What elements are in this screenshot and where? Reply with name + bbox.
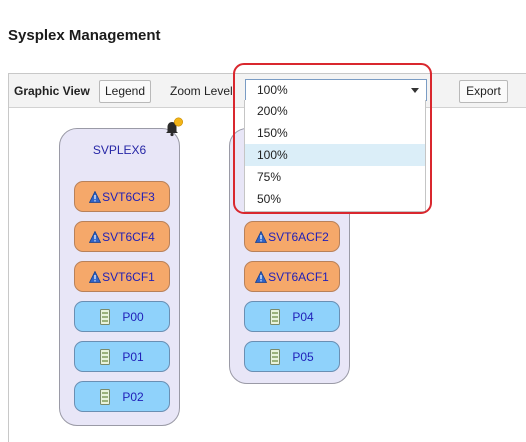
warning-triangle-icon: [89, 230, 102, 243]
zoom-option-150[interactable]: 150%: [257, 126, 288, 140]
sysplex-name: SVPLEX6: [92, 143, 147, 157]
page-title: Sysplex Management: [8, 27, 161, 44]
cf-node-label: SVT6ACF2: [268, 229, 329, 244]
cf-node-label: SVT6ACF1: [268, 269, 329, 284]
zoom-level-dropdown: 200% 150% 100% 75% 50%: [244, 100, 426, 212]
lpar-node-label: P01: [122, 349, 144, 364]
zoom-option-75[interactable]: 75%: [257, 170, 282, 184]
cf-node-label: SVT6CF4: [102, 229, 155, 244]
sysplex-container[interactable]: SVPLEX6 SVT6CF3 SVT6CF4 SVT6CF1 P00 P01: [59, 128, 180, 426]
zoom-option-50[interactable]: 50%: [257, 192, 282, 206]
warning-triangle-icon: [89, 190, 102, 203]
server-icon: [270, 308, 281, 325]
zoom-option-100[interactable]: 100%: [245, 144, 425, 166]
zoom-option-200[interactable]: 200%: [257, 104, 288, 118]
cf-node[interactable]: SVT6CF4: [74, 221, 170, 252]
lpar-node[interactable]: P04: [244, 301, 340, 332]
cf-node[interactable]: SVT6CF1: [74, 261, 170, 292]
server-icon: [100, 388, 111, 405]
warning-triangle-icon: [255, 230, 268, 243]
lpar-node[interactable]: P02: [74, 381, 170, 412]
lpar-node-label: P02: [122, 389, 144, 404]
zoom-level-value: 100%: [257, 83, 288, 97]
lpar-node[interactable]: P01: [74, 341, 170, 372]
lpar-node[interactable]: P05: [244, 341, 340, 372]
chevron-down-icon: [411, 88, 419, 93]
legend-button[interactable]: Legend: [99, 80, 151, 103]
lpar-node[interactable]: P00: [74, 301, 170, 332]
cf-node-label: SVT6CF3: [102, 189, 155, 204]
cf-node[interactable]: SVT6CF3: [74, 181, 170, 212]
cf-node[interactable]: SVT6ACF1: [244, 261, 340, 292]
warning-triangle-icon: [255, 270, 268, 283]
lpar-node-label: P00: [122, 309, 144, 324]
zoom-level-label: Zoom Level: [170, 84, 233, 98]
bell-alert-icon[interactable]: [162, 117, 184, 139]
graphic-view-label: Graphic View: [14, 84, 90, 98]
server-icon: [270, 348, 281, 365]
zoom-level-select[interactable]: 100%: [245, 79, 427, 101]
lpar-node-label: P04: [292, 309, 314, 324]
export-button[interactable]: Export: [459, 80, 508, 103]
cf-node-label: SVT6CF1: [102, 269, 155, 284]
warning-triangle-icon: [89, 270, 102, 283]
server-icon: [100, 308, 111, 325]
server-icon: [100, 348, 111, 365]
cf-node[interactable]: SVT6ACF2: [244, 221, 340, 252]
lpar-node-label: P05: [292, 349, 314, 364]
